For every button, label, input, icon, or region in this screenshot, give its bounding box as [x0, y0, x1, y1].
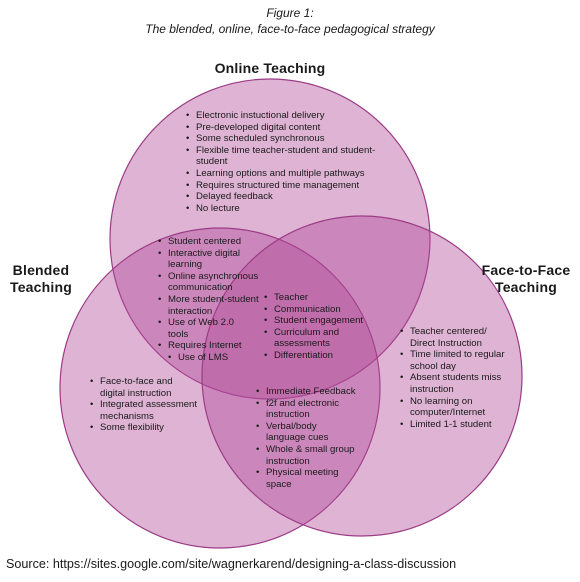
list-item: Physical meeting space [256, 467, 356, 490]
list-item: Pre-developed digital content [186, 122, 406, 134]
list-item: Requires structured time management [186, 180, 406, 192]
list-item: Differentiation [264, 350, 374, 362]
list-item: Absent students miss instruction [400, 372, 508, 395]
list-item: Immediate Feedback [256, 386, 368, 398]
list-item: Integrated assessment mechanisms [90, 399, 208, 422]
list-item: Learning options and multiple pathways [186, 168, 406, 180]
source-citation: Source: https://sites.google.com/site/wa… [6, 557, 457, 571]
list-item: No learning on computer/Internet [400, 396, 516, 419]
list-item: Communication [264, 304, 374, 316]
list-item: Requires Internet [158, 340, 276, 352]
blended-only-list: Face-to-face and digital instruction Int… [90, 376, 208, 434]
list-item: Limited 1-1 student [400, 419, 516, 431]
list-item: No lecture [186, 203, 406, 215]
figure-number: Figure 1: [266, 6, 314, 20]
list-item: Some scheduled synchronous [186, 133, 406, 145]
list-item: Verbal/body language cues [256, 421, 354, 444]
list-item: Use of Web 2.0 tools [158, 317, 240, 340]
online-only-list: Electronic instuctional delivery Pre-dev… [186, 110, 406, 214]
online-teaching-heading: Online Teaching [214, 60, 326, 76]
list-item: Use of LMS [158, 352, 276, 364]
list-item: f2f and electronic instruction [256, 398, 368, 421]
list-item: Interactive digital learning [158, 248, 276, 271]
list-item: Whole & small group instruction [256, 444, 368, 467]
heading-line: Face-to-Face [481, 262, 571, 278]
face-to-face-only-list: Teacher centered/ Direct Instruction Tim… [400, 326, 516, 430]
list-item: Curriculum and assessments [264, 327, 356, 350]
face-to-face-teaching-heading: Face-to-Face Teaching [476, 262, 576, 296]
list-item: Teacher centered/ Direct Instruction [400, 326, 514, 349]
heading-line: Teaching [9, 279, 73, 295]
heading-line: Teaching [494, 279, 558, 295]
list-item: Delayed feedback [186, 191, 406, 203]
list-item: Flexible time teacher-student and studen… [186, 145, 406, 168]
figure-caption: The blended, online, face-to-face pedago… [145, 22, 435, 36]
list-item: Student engagement [264, 315, 374, 327]
list-item: More student-student interaction [158, 294, 276, 317]
list-item: Student centered [158, 236, 276, 248]
list-item: Teacher [264, 292, 374, 304]
blended-teaching-heading: Blended Teaching [4, 262, 78, 296]
heading-line: Blended [12, 262, 70, 278]
list-item: Online asynchronous communication [158, 271, 276, 294]
blended-face-to-face-list: Immediate Feedback f2f and electronic in… [256, 386, 368, 490]
list-item: Face-to-face and digital instruction [90, 376, 190, 399]
list-item: Electronic instuctional delivery [186, 110, 406, 122]
all-three-list: Teacher Communication Student engagement… [264, 292, 374, 362]
list-item: Some flexibility [90, 422, 208, 434]
list-item: Time limited to regular school day [400, 349, 516, 372]
online-blended-list: Student centered Interactive digital lea… [158, 236, 276, 364]
